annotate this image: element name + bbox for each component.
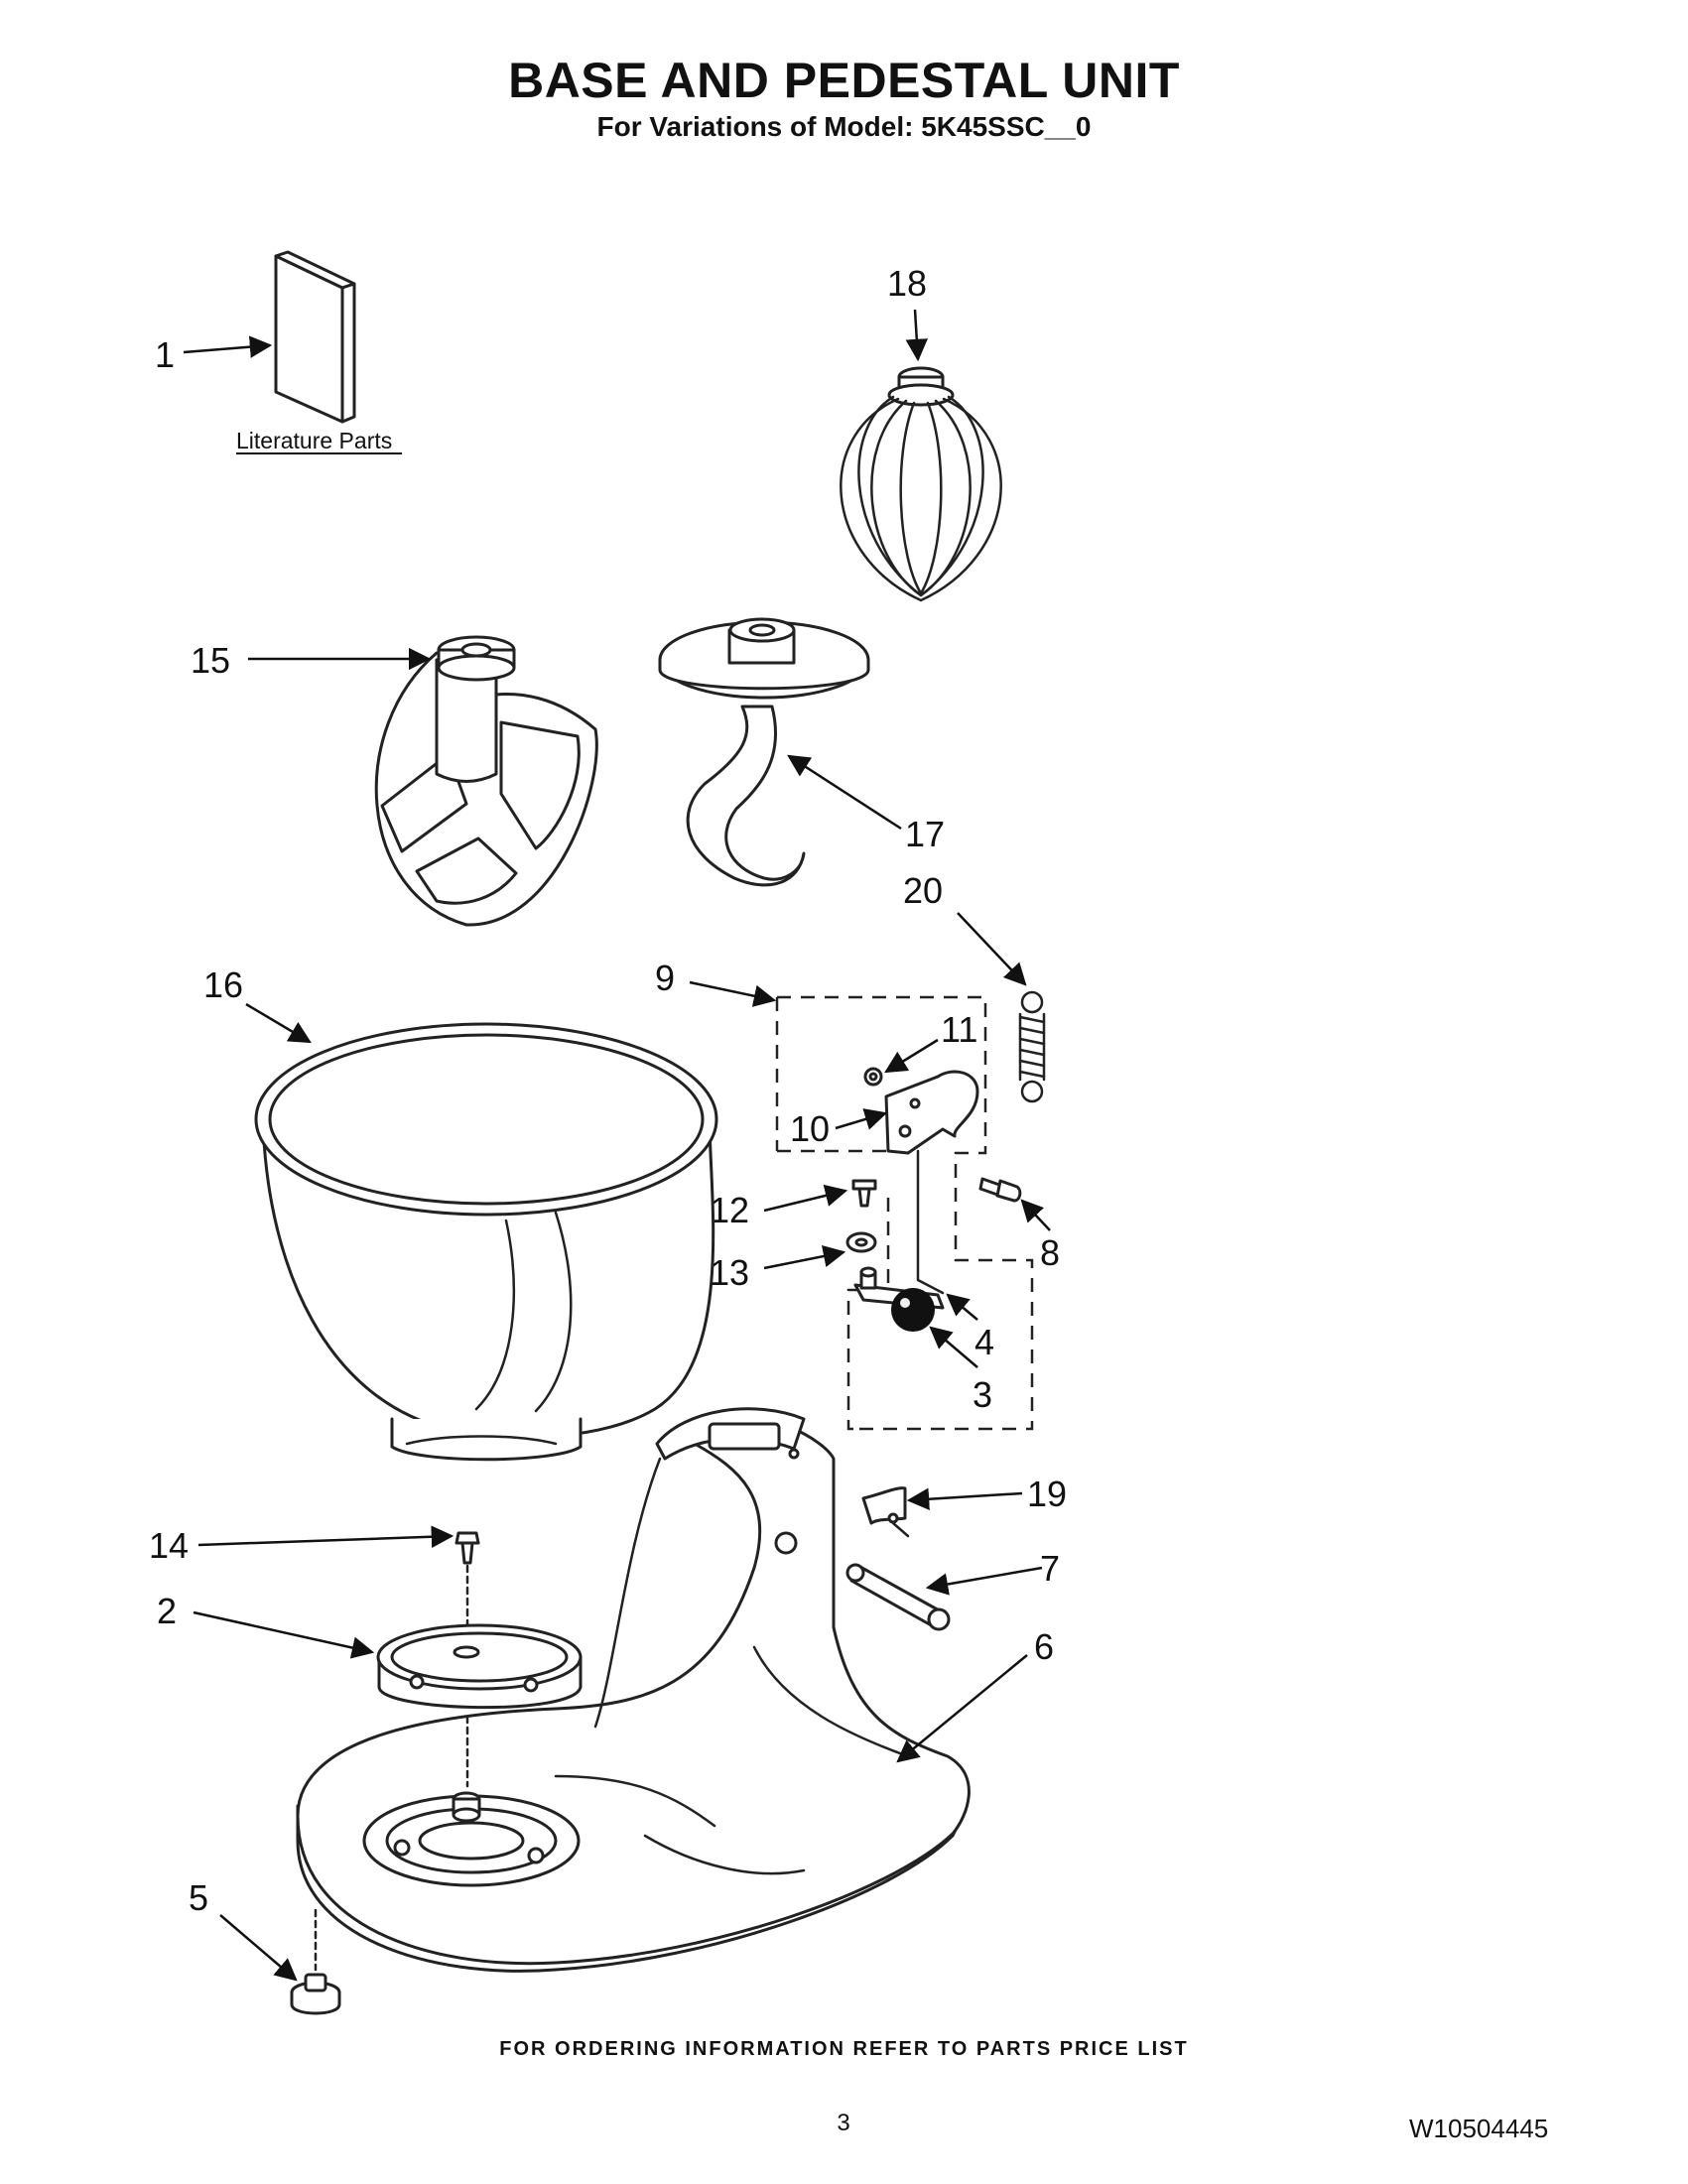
callout-12: 12 xyxy=(710,1190,749,1230)
leader-14 xyxy=(197,1525,454,1548)
callout-8: 8 xyxy=(1040,1232,1060,1273)
literature-booklet xyxy=(274,250,356,424)
leader-1 xyxy=(183,335,273,358)
page-number: 3 xyxy=(837,2110,850,2136)
callout-6: 6 xyxy=(1034,1626,1054,1667)
washer-13 xyxy=(845,1231,877,1253)
callout-19: 19 xyxy=(1027,1474,1067,1514)
literature-parts-label: Literature Parts xyxy=(236,428,392,453)
document-number: W10504445 xyxy=(1409,2114,1549,2143)
hinge-pin xyxy=(845,1563,951,1631)
leader-19 xyxy=(906,1487,1023,1510)
callout-3: 3 xyxy=(973,1374,992,1415)
callout-14: 14 xyxy=(149,1525,189,1566)
leader-5 xyxy=(219,1914,298,1982)
leader-10 xyxy=(835,1108,888,1130)
dough-hook xyxy=(658,617,870,887)
leader-12 xyxy=(763,1184,848,1213)
page-title: BASE AND PEDESTAL UNIT xyxy=(508,53,1180,108)
callout-15: 15 xyxy=(191,640,230,681)
speed-control-plate xyxy=(861,1486,910,1538)
leader-11 xyxy=(884,1038,939,1074)
callout-5: 5 xyxy=(189,1877,208,1918)
leader-4 xyxy=(946,1293,978,1321)
leader-9 xyxy=(689,980,777,1007)
leader-18 xyxy=(905,309,929,362)
screw-12 xyxy=(851,1179,877,1208)
leader-2 xyxy=(193,1610,375,1659)
screw-11 xyxy=(863,1067,883,1087)
leader-20 xyxy=(957,912,1027,986)
leader-16 xyxy=(245,1002,312,1044)
base-motor-housing xyxy=(362,1791,581,1887)
assembly-9-box xyxy=(775,995,1034,1431)
callout-10: 10 xyxy=(790,1108,830,1149)
rubber-foot xyxy=(290,1908,341,2015)
screw-14 xyxy=(454,1531,480,1639)
mixing-bowl xyxy=(254,1022,718,1462)
wire-whip xyxy=(840,366,1002,602)
callout-17: 17 xyxy=(905,814,945,854)
callout-16: 16 xyxy=(203,964,243,1005)
spring xyxy=(1018,990,1046,1103)
callout-18: 18 xyxy=(887,263,927,304)
leader-7 xyxy=(925,1566,1043,1596)
callout-1: 1 xyxy=(155,334,175,375)
callout-20: 20 xyxy=(903,870,943,911)
pin xyxy=(978,1177,1022,1203)
leader-3 xyxy=(929,1326,978,1368)
callout-11: 11 xyxy=(941,1009,977,1050)
knob-highlight xyxy=(900,1298,910,1308)
callout-2: 2 xyxy=(157,1591,177,1631)
ordering-note: FOR ORDERING INFORMATION REFER TO PARTS … xyxy=(499,2038,1189,2060)
callout-7: 7 xyxy=(1040,1548,1060,1589)
bracket xyxy=(884,1070,979,1295)
callout-13: 13 xyxy=(710,1252,749,1293)
knob xyxy=(891,1288,935,1332)
leader-17 xyxy=(787,754,902,831)
leader-6 xyxy=(896,1654,1028,1763)
callout-9: 9 xyxy=(655,958,675,998)
leader-8 xyxy=(1020,1199,1051,1231)
bowl-clamp-plate xyxy=(376,1623,583,1788)
model-subtitle: For Variations of Model: 5K45SSC__0 xyxy=(596,111,1092,142)
callout-4: 4 xyxy=(974,1322,994,1362)
leader-13 xyxy=(763,1244,846,1270)
flat-beater xyxy=(374,635,598,927)
assembly-9-box-inner xyxy=(777,1149,890,1431)
